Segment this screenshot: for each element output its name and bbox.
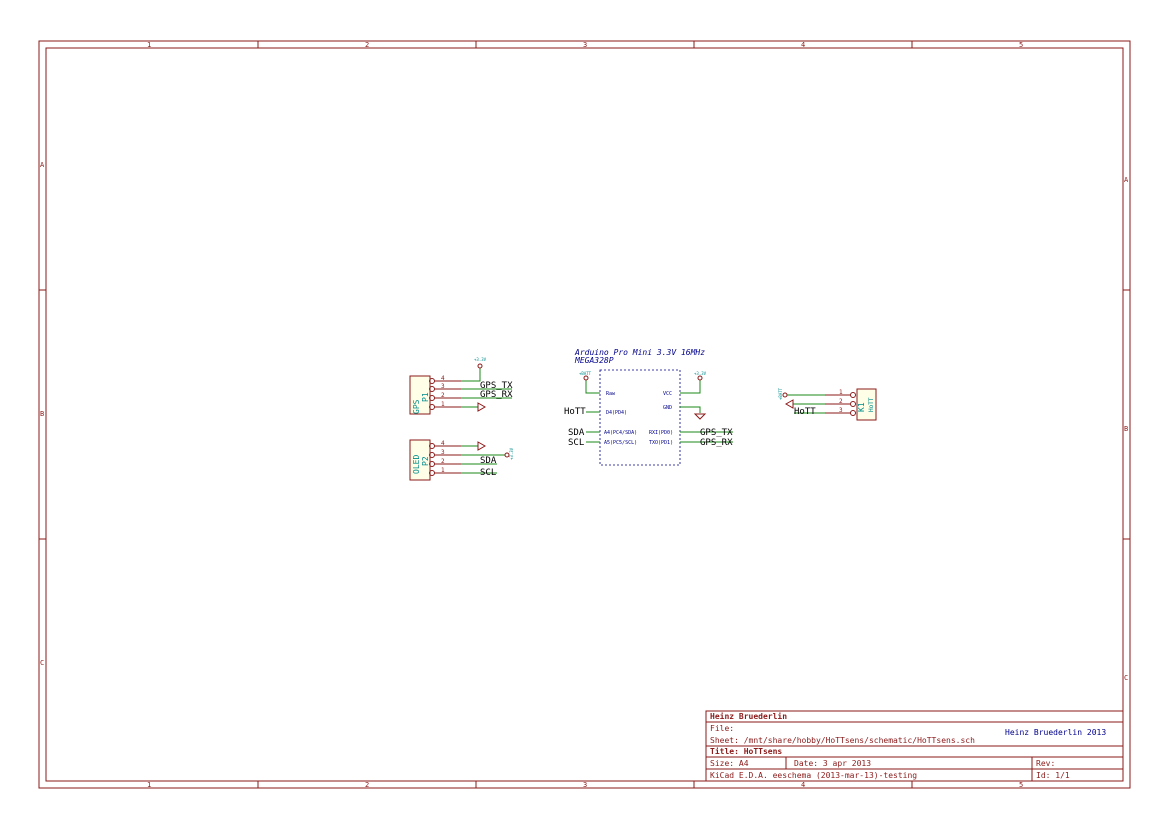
gps-ground-icon xyxy=(477,402,487,412)
gps-connector-ref: P1 xyxy=(421,392,430,402)
hott-connector-k1[interactable]: K1 HoTT 1 2 3 xyxy=(825,388,877,421)
oled-net-sda: SDA xyxy=(480,456,497,466)
title-block-author: Heinz Bruederlin xyxy=(710,711,787,721)
ic-pin-txo: TXO(PD1) xyxy=(649,440,673,446)
title-block-rev: Rev: xyxy=(1036,759,1055,768)
row-label-right-a: A xyxy=(1124,176,1129,184)
ic-net-scl: SCL xyxy=(568,438,584,448)
ic-wires xyxy=(585,380,733,443)
col-label-top-3: 3 xyxy=(583,41,587,49)
ic-vcc-power-symbol: +3.3V xyxy=(694,371,707,381)
col-label-bottom-4: 4 xyxy=(801,781,805,789)
ic-title: Arduino Pro Mini 3.3V 16MHz xyxy=(574,348,705,357)
row-label-right-c: C xyxy=(1124,674,1128,682)
col-label-top-5: 5 xyxy=(1019,41,1023,49)
col-label-bottom-5: 5 xyxy=(1019,781,1023,789)
hott-pin-1: 1 xyxy=(839,389,843,396)
title-block-id: Id: 1/1 xyxy=(1036,771,1070,780)
title-block-title: Title: HoTTsens xyxy=(710,746,782,756)
oled-connector-p2[interactable]: OLED P2 4 3 2 1 xyxy=(409,439,461,481)
ic-ground-icon xyxy=(693,413,707,420)
col-label-top-4: 4 xyxy=(801,41,805,49)
ic-net-gps-tx: GPS_TX xyxy=(700,428,733,438)
hott-power-symbol: +BATT xyxy=(778,387,788,400)
title-block-size: Size: A4 xyxy=(710,759,749,768)
col-label-bottom-2: 2 xyxy=(365,781,369,789)
title-block-tool: KiCad E.D.A. eeschema (2013-mar-13)-test… xyxy=(710,771,917,780)
oled-pin-3: 3 xyxy=(441,449,445,456)
hott-ground-icon xyxy=(784,399,794,409)
hott-connector-name: HoTT xyxy=(868,397,875,412)
ic-pin-vcc: VCC xyxy=(663,391,672,397)
arduino-ic[interactable]: Arduino Pro Mini 3.3V 16MHz MEGA328P Raw… xyxy=(574,348,705,466)
row-label-left-a: A xyxy=(40,161,45,169)
hott-wires xyxy=(787,394,825,414)
oled-pin-2: 2 xyxy=(441,458,445,465)
inner-frame xyxy=(45,47,1124,782)
gps-power-symbol: +3.3V xyxy=(474,357,487,369)
ic-pin-rxi: RXI(PD0) xyxy=(649,430,673,436)
title-block-sheet: Sheet: /mnt/share/hobby/HoTTsens/schemat… xyxy=(710,736,975,745)
ic-pin-gnd: GND xyxy=(663,405,672,411)
col-label-bottom-3: 3 xyxy=(583,781,587,789)
hott-connector-ref: K1 xyxy=(857,402,866,412)
hott-pin-2: 2 xyxy=(839,398,843,405)
top-grid-ticks xyxy=(39,41,1130,788)
ic-pin-d4: D4(PD4) xyxy=(606,410,627,416)
oled-connector-ref: P2 xyxy=(421,456,430,466)
gps-pin-2: 2 xyxy=(441,392,445,399)
oled-power-label: +3.3V xyxy=(509,447,514,460)
title-block-file: File: xyxy=(710,724,734,733)
ic-raw-power-label: +BATT xyxy=(579,371,592,376)
gps-net-tx: GPS_TX xyxy=(480,381,513,391)
ic-pin-a5: A5(PC5/SCL) xyxy=(604,440,637,446)
gps-pin-4: 4 xyxy=(441,375,445,382)
oled-pin-4: 4 xyxy=(441,440,445,447)
col-label-top-2: 2 xyxy=(365,41,369,49)
ic-vcc-power-label: +3.3V xyxy=(694,371,707,376)
ic-pin-raw: Raw xyxy=(606,391,616,397)
col-label-bottom-1: 1 xyxy=(147,781,151,789)
title-block-date: Date: 3 apr 2013 xyxy=(794,759,871,768)
oled-wires xyxy=(461,445,505,474)
ic-body xyxy=(599,369,681,466)
ic-net-sda: SDA xyxy=(568,428,585,438)
col-label-top-1: 1 xyxy=(147,41,151,49)
ic-subtitle: MEGA328P xyxy=(574,356,614,365)
outer-frame xyxy=(38,40,1131,789)
oled-power-symbol: +3.3V xyxy=(504,447,514,460)
ic-net-hott: HoTT xyxy=(564,407,586,417)
hott-pin-3: 3 xyxy=(839,407,843,414)
ic-net-gps-rx: GPS_RX xyxy=(700,438,733,448)
hott-net-hott: HoTT xyxy=(794,407,816,417)
row-label-left-c: C xyxy=(40,659,44,667)
row-label-right-b: B xyxy=(1124,425,1128,433)
oled-net-scl: SCL xyxy=(480,468,496,478)
title-block xyxy=(705,710,1124,782)
hott-power-label: +BATT xyxy=(778,387,783,400)
gps-connector-name: GPS xyxy=(412,399,421,414)
oled-connector-name: OLED xyxy=(412,455,421,474)
ic-pin-a4: A4(PC4/SDA) xyxy=(604,430,637,436)
oled-pin-1: 1 xyxy=(441,467,445,474)
gps-pin-3: 3 xyxy=(441,383,445,390)
gps-net-rx: GPS_RX xyxy=(480,390,513,400)
gps-power-label: +3.3V xyxy=(474,357,487,362)
gps-connector-p1[interactable]: GPS P1 4 3 2 1 xyxy=(409,375,461,415)
gps-wires xyxy=(461,368,512,408)
title-block-copyright: Heinz Bruederlin 2013 xyxy=(1005,728,1106,737)
row-label-left-b: B xyxy=(40,410,44,418)
gps-pin-1: 1 xyxy=(441,401,445,408)
oled-ground-icon xyxy=(477,441,487,451)
ic-raw-power-symbol: +BATT xyxy=(579,371,592,381)
